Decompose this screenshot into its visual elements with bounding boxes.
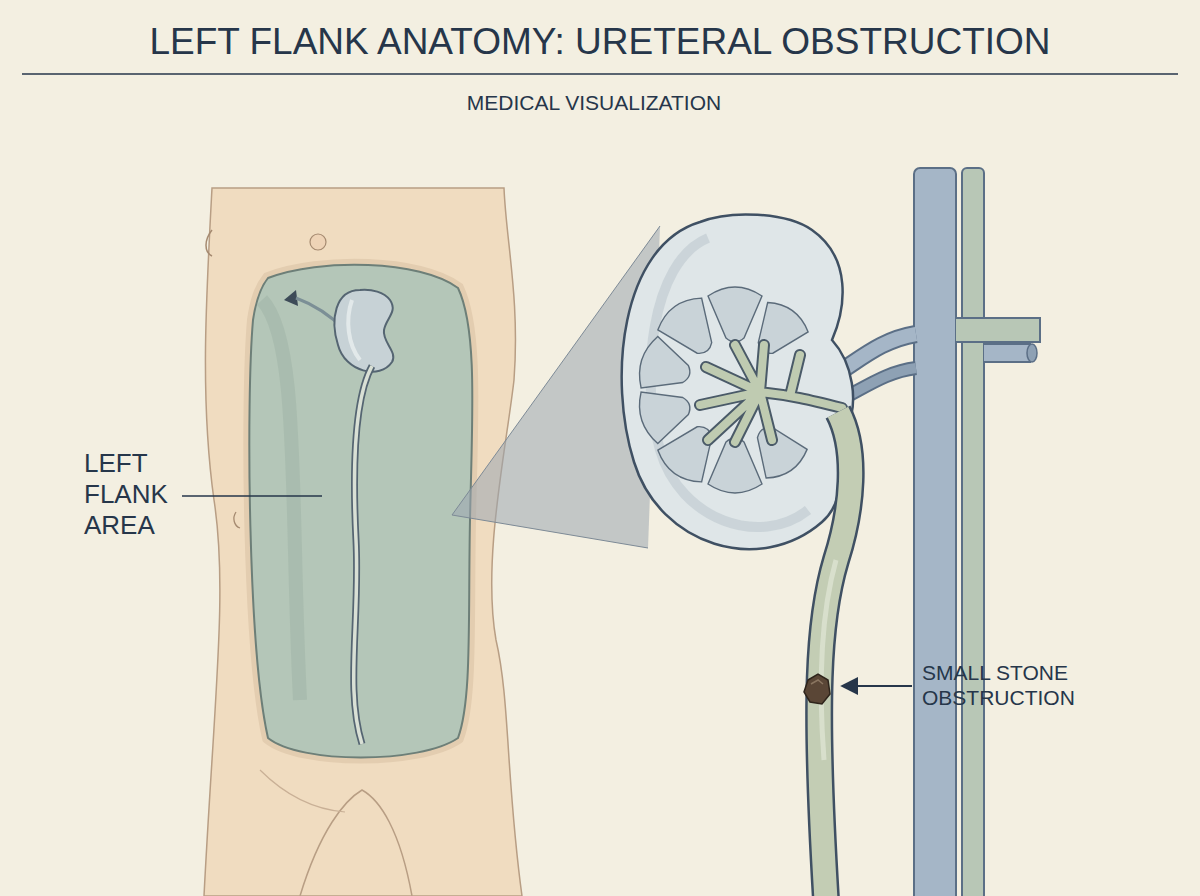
kidney-section xyxy=(622,214,853,549)
navel xyxy=(234,512,240,528)
branch-vessel xyxy=(956,318,1040,342)
pointer-arrow xyxy=(842,685,912,687)
arm-contour xyxy=(206,230,212,256)
aorta xyxy=(962,168,984,896)
small-kidney xyxy=(334,290,393,372)
cutaway-region xyxy=(249,265,472,758)
kidney-stone xyxy=(804,674,830,704)
renal-pyramid xyxy=(708,287,762,342)
vessel-stub xyxy=(284,290,298,306)
ureter-highlight xyxy=(821,560,836,760)
calyx xyxy=(700,345,842,442)
leader-line xyxy=(182,495,322,497)
hip-contour xyxy=(260,770,345,812)
ureter-outline xyxy=(819,412,851,896)
callout-label: SMALL STONE OBSTRUCTION xyxy=(922,660,1100,710)
small-ureter-outline xyxy=(354,366,372,744)
title: LEFT FLANK ANATOMY: URETERAL OBSTRUCTION xyxy=(0,20,1200,64)
renal-pyramid xyxy=(633,334,697,401)
cutaway-rim xyxy=(249,265,472,758)
stone-facet xyxy=(811,680,823,684)
branch-vessel xyxy=(984,344,1030,362)
region-label: LEFT FLANK AREA xyxy=(84,448,180,542)
torso xyxy=(204,188,522,896)
title-rule xyxy=(22,73,1178,75)
cutaway-shade xyxy=(262,300,300,700)
small-ureter xyxy=(354,366,372,744)
renal-pyramid xyxy=(742,415,812,485)
ureter xyxy=(819,412,851,896)
nipple xyxy=(310,234,326,250)
cone-edge xyxy=(452,515,648,548)
kidney-highlight xyxy=(348,300,360,360)
renal-pelvis xyxy=(700,345,842,442)
subtitle: MEDICAL VISUALIZATION xyxy=(0,90,1194,115)
vessel-end xyxy=(1027,344,1037,362)
calyx-outline xyxy=(700,345,842,442)
vena-cava xyxy=(914,168,956,896)
